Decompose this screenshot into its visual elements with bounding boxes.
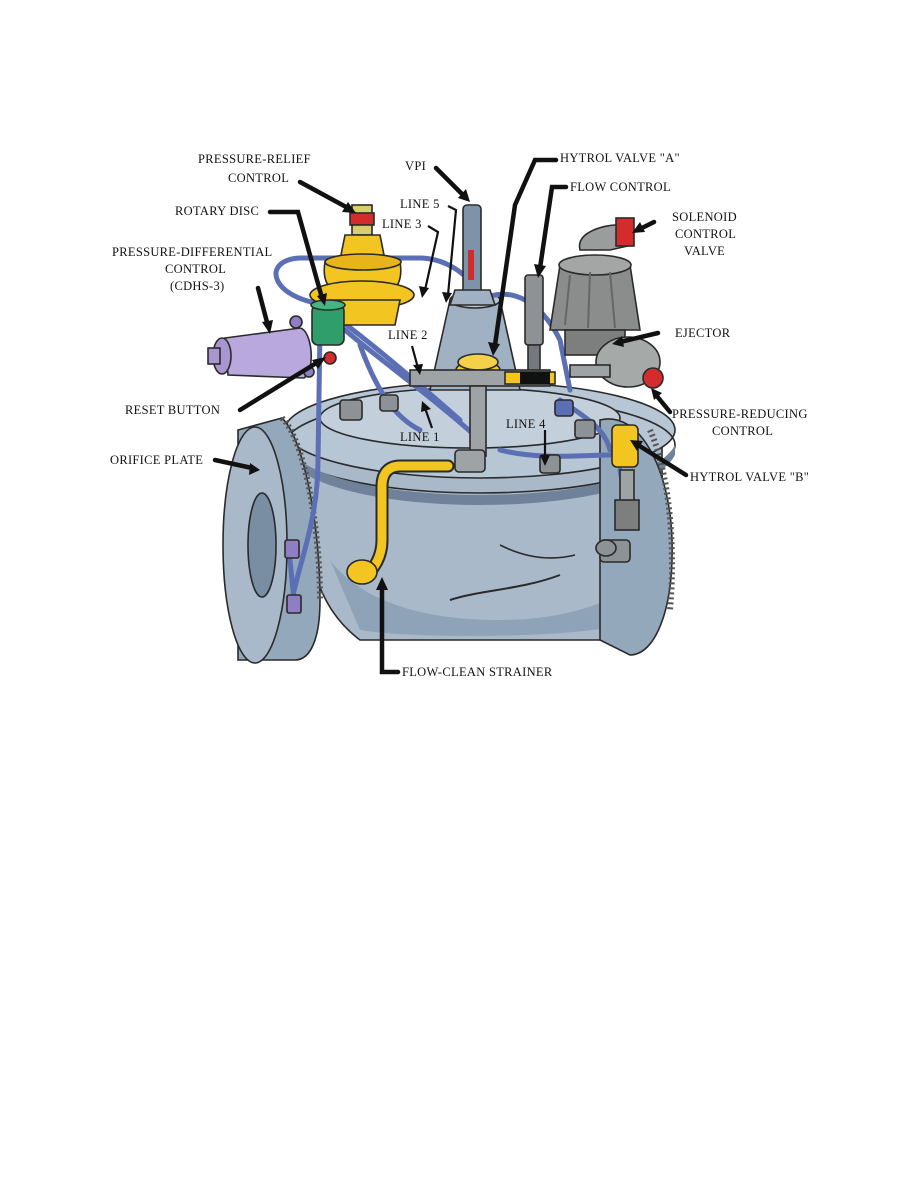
label-line-1: LINE 1 bbox=[400, 430, 440, 444]
label-ejector: EJECTOR bbox=[675, 326, 731, 340]
label-solenoid-2: CONTROL bbox=[675, 227, 736, 241]
hytrol-valve-b bbox=[599, 424, 640, 563]
label-pdc-1: PRESSURE-DIFFERENTIAL bbox=[112, 245, 272, 259]
label-pressure-reducing-1: PRESSURE-REDUCING bbox=[672, 407, 808, 421]
label-reset-button: RESET BUTTON bbox=[125, 403, 220, 417]
vpi-indicator bbox=[448, 204, 497, 306]
label-pdc-2: CONTROL bbox=[165, 262, 226, 276]
flow-clean-strainer bbox=[346, 459, 455, 585]
rotary-disc-control bbox=[310, 299, 346, 365]
label-line-4: LINE 4 bbox=[506, 417, 546, 431]
label-line-2: LINE 2 bbox=[388, 328, 428, 342]
label-pressure-reducing-2: CONTROL bbox=[712, 424, 773, 438]
label-flow-clean-strainer: FLOW-CLEAN STRAINER bbox=[402, 665, 553, 679]
label-line-3: LINE 3 bbox=[382, 217, 422, 231]
label-pressure-relief-1: PRESSURE-RELIEF bbox=[198, 152, 311, 166]
pressure-differential-control bbox=[207, 315, 315, 379]
pressure-reducing-control bbox=[569, 336, 664, 389]
main-valve-body bbox=[284, 291, 676, 641]
label-hytrol-valve-a: HYTROL VALVE "A" bbox=[560, 151, 680, 165]
fittings bbox=[284, 394, 617, 614]
flow-control bbox=[524, 274, 544, 376]
label-orifice-plate: ORIFICE PLATE bbox=[110, 453, 203, 467]
label-flow-control: FLOW CONTROL bbox=[570, 180, 671, 194]
label-solenoid-3: VALVE bbox=[684, 244, 725, 258]
callout-labels: PRESSURE-RELIEF CONTROL VPI HYTROL VALVE… bbox=[110, 151, 809, 679]
hytrol-valve-a bbox=[409, 353, 556, 473]
leader-lines bbox=[212, 157, 689, 675]
label-line-5: LINE 5 bbox=[400, 197, 440, 211]
label-solenoid-1: SOLENOID bbox=[672, 210, 737, 224]
label-pdc-3: (CDHS-3) bbox=[170, 279, 224, 293]
label-pressure-relief-2: CONTROL bbox=[228, 171, 289, 185]
label-vpi: VPI bbox=[405, 159, 426, 173]
solenoid-control-valve bbox=[549, 217, 641, 356]
label-rotary-disc: ROTARY DISC bbox=[175, 204, 259, 218]
label-hytrol-valve-b: HYTROL VALVE "B" bbox=[690, 470, 809, 484]
